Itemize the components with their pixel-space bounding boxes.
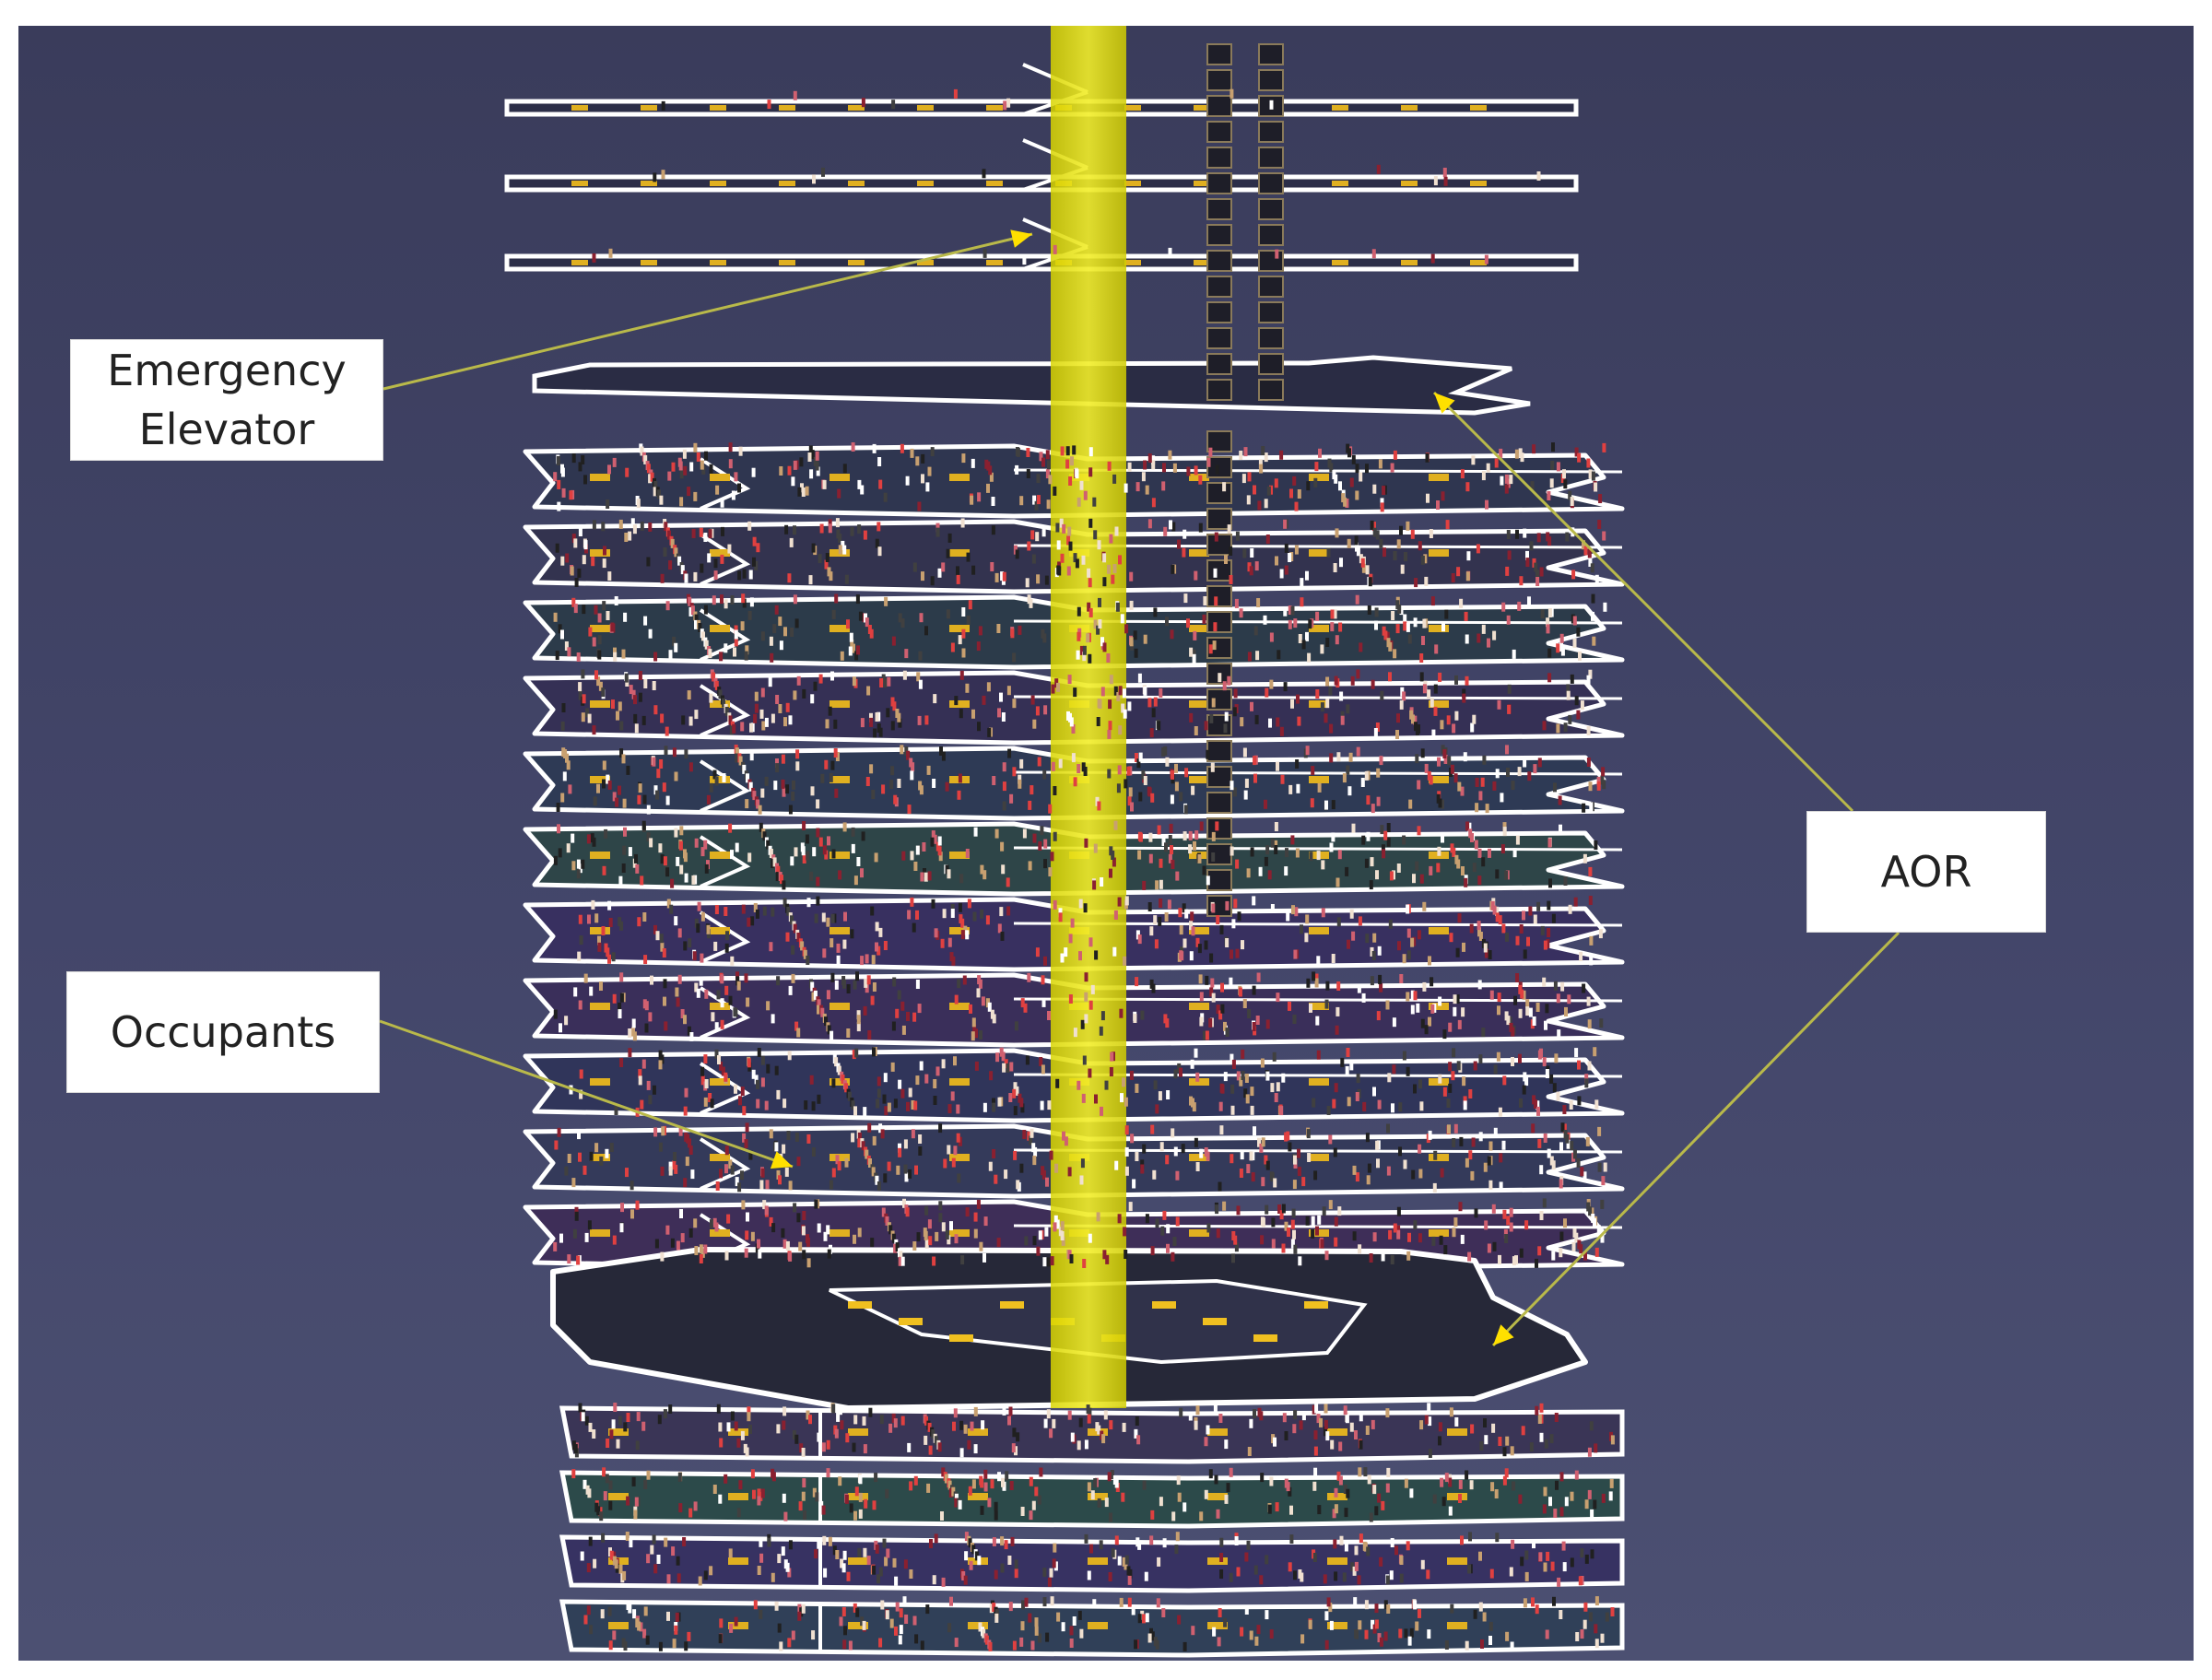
- refuge-floor-upper: [532, 355, 1531, 416]
- building-3d-scene: [379, 26, 1900, 1658]
- emergency-elevator-shaft: [1051, 26, 1126, 1408]
- emergency-elevator-label-line1: Emergency: [107, 345, 347, 395]
- occupant-agents: [553, 88, 1615, 1651]
- upper-floor-plate: [504, 138, 1579, 193]
- occupants-label-text: Occupants: [110, 1006, 336, 1057]
- upper-floor-plate: [504, 217, 1579, 272]
- aor-label-text: AOR: [1880, 846, 1972, 897]
- occupied-floor-plate: [559, 1599, 1625, 1658]
- occupants-label: Occupants: [66, 971, 380, 1093]
- occupied-floor-plate: [559, 1405, 1625, 1464]
- aor-label: AOR: [1806, 811, 2046, 933]
- emergency-elevator-label-line2: Elevator: [138, 405, 315, 454]
- upper-floor-plate: [504, 63, 1579, 117]
- callout-leader-lines: [379, 229, 1900, 1347]
